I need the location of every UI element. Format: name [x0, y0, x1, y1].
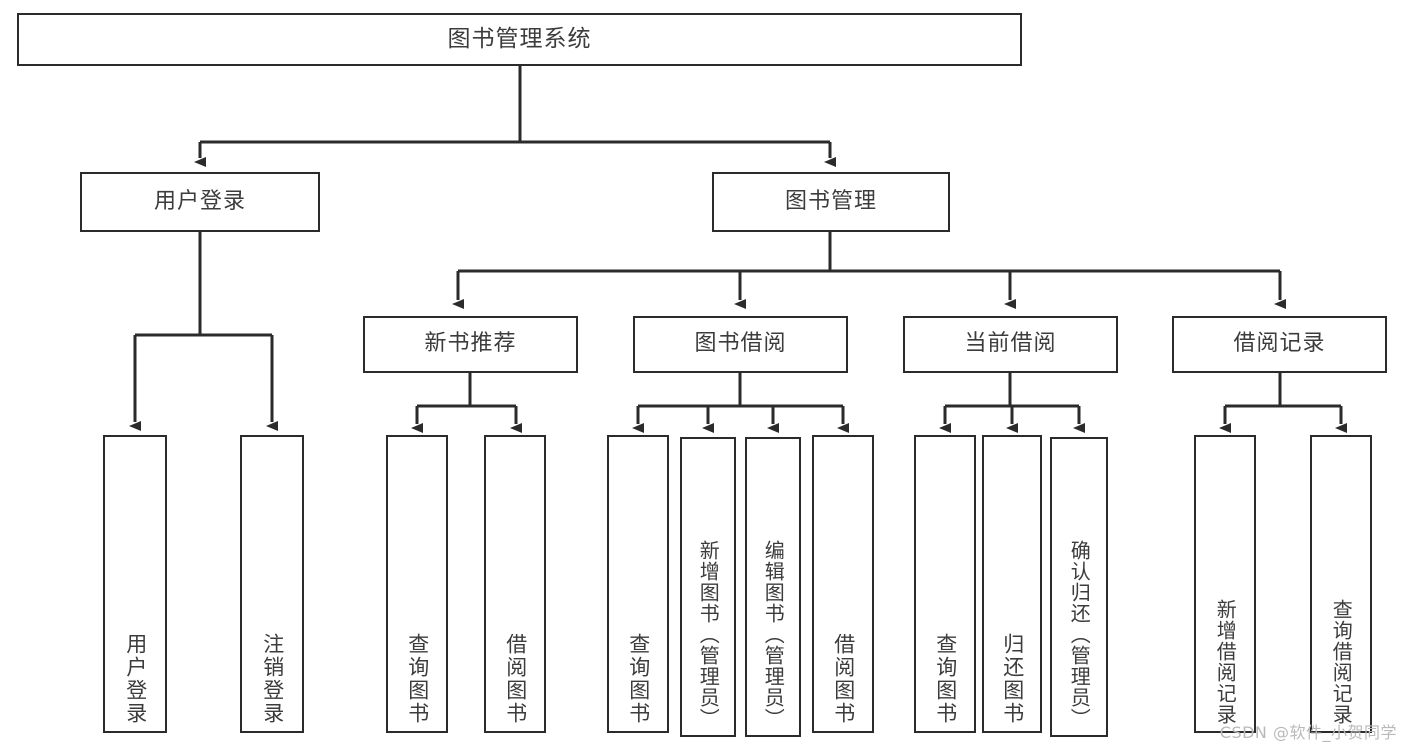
leaf-new-book-query-book[interactable]: 查询图书 — [386, 435, 448, 733]
node-label: 图书管理 — [784, 188, 877, 214]
node-root-book-management-system[interactable]: 图书管理系统 — [17, 13, 1022, 66]
node-user-login[interactable]: 用户登录 — [80, 172, 320, 232]
node-book-borrow[interactable]: 图书借阅 — [633, 316, 848, 373]
node-label: 注销登录 — [260, 633, 285, 725]
node-label: 新增图书（管理员） — [696, 540, 721, 729]
node-label: 借阅图书 — [831, 633, 856, 725]
node-label: 借阅记录 — [1233, 331, 1326, 357]
node-label: 图书借阅 — [694, 331, 787, 357]
leaf-current-borrow-return-book[interactable]: 归还图书 — [982, 435, 1042, 733]
leaf-book-borrow-add-book-admin[interactable]: 新增图书（管理员） — [680, 437, 736, 737]
leaf-new-book-borrow-book[interactable]: 借阅图书 — [484, 435, 546, 733]
node-label: 查询借阅记录 — [1329, 599, 1354, 725]
node-label: 图书管理系统 — [447, 25, 592, 52]
node-label: 新增借阅记录 — [1213, 599, 1238, 725]
node-label: 确认归还（管理员） — [1067, 540, 1092, 729]
node-current-borrow[interactable]: 当前借阅 — [903, 316, 1118, 373]
node-book-management[interactable]: 图书管理 — [712, 172, 950, 232]
node-new-book-recommend[interactable]: 新书推荐 — [363, 316, 578, 373]
csdn-watermark: CSDN @软件_小贺同学 — [1219, 723, 1397, 742]
leaf-book-borrow-query-book[interactable]: 查询图书 — [607, 435, 669, 733]
leaf-book-borrow-edit-book-admin[interactable]: 编辑图书（管理员） — [745, 437, 801, 737]
node-label: 归还图书 — [1000, 633, 1025, 725]
leaf-borrow-record-query-record[interactable]: 查询借阅记录 — [1310, 435, 1372, 733]
leaf-user-login-logout[interactable]: 注销登录 — [240, 435, 304, 733]
leaf-current-borrow-query-book[interactable]: 查询图书 — [914, 435, 976, 733]
node-label: 查询图书 — [626, 633, 651, 725]
node-label: 用户登录 — [153, 188, 246, 214]
node-label: 查询图书 — [405, 633, 430, 725]
leaf-book-borrow-borrow-book[interactable]: 借阅图书 — [812, 435, 874, 733]
leaf-current-borrow-confirm-return-admin[interactable]: 确认归还（管理员） — [1050, 437, 1108, 737]
leaf-user-login-login[interactable]: 用户登录 — [103, 435, 167, 733]
node-label: 借阅图书 — [503, 633, 528, 725]
leaf-borrow-record-add-record[interactable]: 新增借阅记录 — [1194, 435, 1256, 733]
node-label: 用户登录 — [123, 633, 148, 725]
node-label: 编辑图书（管理员） — [761, 540, 786, 729]
node-label: 新书推荐 — [424, 331, 517, 357]
node-label: 查询图书 — [933, 633, 958, 725]
node-borrow-record[interactable]: 借阅记录 — [1172, 316, 1387, 373]
node-label: 当前借阅 — [964, 331, 1057, 357]
